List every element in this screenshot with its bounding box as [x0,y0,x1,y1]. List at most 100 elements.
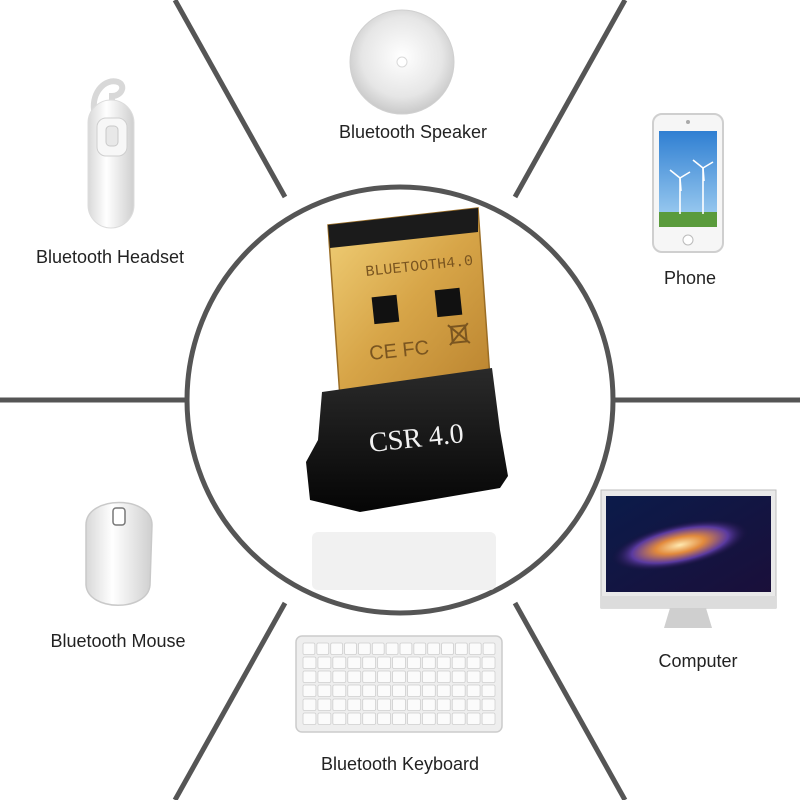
keyboard-key [332,656,347,669]
keyboard-key [317,670,332,683]
keyboard-key [392,684,406,697]
phone-image [652,113,724,253]
speaker-image [349,9,455,115]
keyboard-key [455,642,468,655]
recycle-bin-icon [447,322,471,346]
keyboard-key [362,656,377,669]
keyboard-key [377,670,391,683]
keyboard-key [407,656,421,669]
keyboard-key [392,670,406,683]
keyboard-key [407,698,421,711]
keyboard-key [436,656,451,669]
label-bluetooth-speaker: Bluetooth Speaker [339,122,487,142]
keyboard-key [362,670,377,683]
keyboard-key [451,670,466,683]
keyboard-key [392,698,406,711]
keyboard-key [317,684,332,697]
keyboard-key [466,656,481,669]
keyboard-key [466,712,481,725]
keyboard-key [347,684,362,697]
keyboard-key [347,712,362,725]
divider-line [512,0,628,199]
keyboard-key [377,712,391,725]
keyboard-key [332,684,347,697]
keyboard-key [332,670,347,683]
keyboard-key [316,642,330,655]
keyboard-key [317,656,332,669]
keyboard-key [421,684,436,697]
usb-slot-right [434,287,463,318]
keyboard-key [481,698,496,711]
keyboard-key [421,698,436,711]
keyboard-key [481,684,496,697]
divider-line [172,601,288,802]
keyboard-key [362,698,377,711]
keyboard-key [481,670,496,683]
keyboard-key [302,656,317,669]
keyboard-key [421,670,436,683]
keyboard-key [347,670,362,683]
keyboard-key [362,712,377,725]
keyboard-key [407,670,421,683]
keyboard-key [332,712,347,725]
mouse-image [85,501,153,606]
keyboard-key [371,642,385,655]
keyboard-key [466,684,481,697]
keyboard-key [399,642,413,655]
keyboard-key [451,698,466,711]
keyboard-key [481,712,496,725]
keyboard-key [302,698,317,711]
label-bluetooth-mouse: Bluetooth Mouse [50,631,185,651]
keyboard-key [377,698,391,711]
keyboard-key [421,712,436,725]
keyboard-key [330,642,343,655]
keyboard-key [451,684,466,697]
dongle-body [306,368,508,512]
keyboard-key [332,698,347,711]
usb-dongle: BLUETOOTH4.0 CE FC CSR 4.0 [306,207,508,512]
keyboard-key [302,684,317,697]
keyboard-key [344,642,357,655]
keyboard-key [302,642,316,655]
keyboard-key [466,670,481,683]
keyboard-key [451,712,466,725]
keyboard-key [407,712,421,725]
keyboard-key [302,670,317,683]
label-computer: Computer [658,651,737,671]
keyboard-key [347,698,362,711]
keyboard-key [451,656,466,669]
keyboard-key [347,656,362,669]
label-bluetooth-headset: Bluetooth Headset [36,247,184,267]
keyboard-key [377,656,391,669]
keyboard-key [421,656,436,669]
keyboard-key [482,642,496,655]
keyboard-key [441,642,454,655]
keyboard-key [385,642,399,655]
keyboard-key [302,712,317,725]
headset-image [87,78,135,229]
divider-line [512,601,628,802]
keyboard-key [377,684,391,697]
label-phone: Phone [664,268,716,288]
dongle-reflection [312,532,496,590]
keyboard-key [481,656,496,669]
keyboard-key [407,684,421,697]
keyboard-key [317,698,332,711]
computer-image [600,489,777,628]
label-bluetooth-keyboard: Bluetooth Keyboard [321,754,479,774]
keyboard-key [436,698,451,711]
keyboard-key [466,698,481,711]
usb-slot-left [371,294,400,325]
keyboard-key [392,712,406,725]
keyboard-key [358,642,371,655]
keyboard-key [436,712,451,725]
keyboard-key [436,684,451,697]
divider-line [172,0,288,199]
usb-connector-top [328,208,478,248]
keyboard-key [413,642,427,655]
keyboard-key [436,670,451,683]
keyboard-key [317,712,332,725]
